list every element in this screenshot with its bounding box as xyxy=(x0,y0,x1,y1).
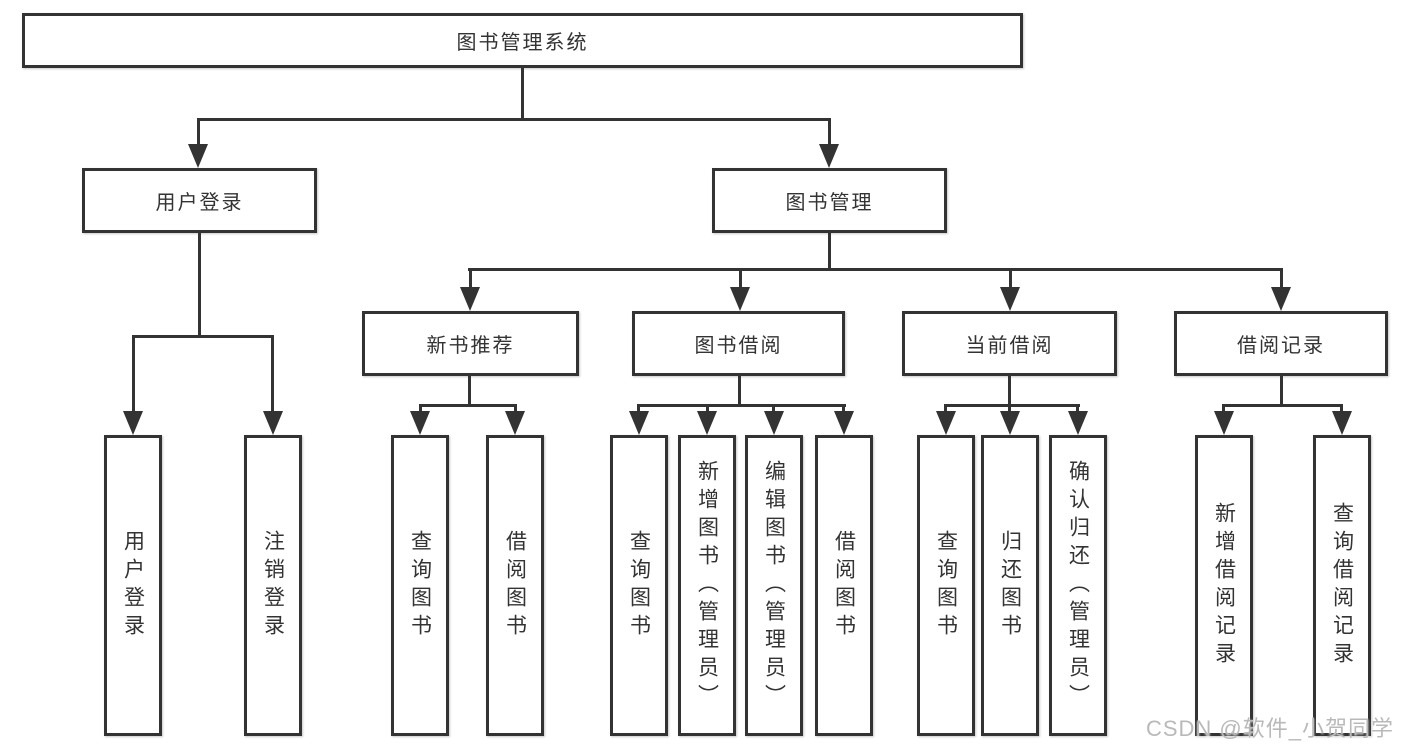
leaf-recommend-borrow-books: 借阅图书 xyxy=(486,435,544,736)
connector-line xyxy=(1222,404,1225,416)
connector-line xyxy=(419,404,516,407)
leaf-borrow-borrow-books-label: 借阅图书 xyxy=(832,529,856,642)
arrow-down-icon xyxy=(1271,287,1291,311)
arrow-down-icon xyxy=(410,411,430,435)
connector-line xyxy=(1008,404,1011,416)
arrow-down-icon xyxy=(1068,411,1088,435)
connector-line xyxy=(1008,374,1011,407)
node-book-borrow: 图书借阅 xyxy=(632,311,845,376)
arrow-down-icon xyxy=(1214,411,1234,435)
node-root: 图书管理系统 xyxy=(22,13,1023,68)
connector-line xyxy=(828,231,831,271)
connector-line xyxy=(197,118,831,121)
connector-line xyxy=(197,118,200,150)
connector-line xyxy=(1280,268,1283,292)
leaf-recommend-query-books: 查询图书 xyxy=(391,435,449,736)
arrow-down-icon xyxy=(460,287,480,311)
connector-line xyxy=(1340,404,1343,416)
node-current-borrow: 当前借阅 xyxy=(902,311,1117,376)
leaf-borrow-query-books: 查询图书 xyxy=(610,435,668,736)
leaf-borrow-edit-books-admin: 编辑图书（管理员） xyxy=(745,435,803,736)
connector-line xyxy=(468,268,1283,271)
connector-line xyxy=(1280,374,1283,407)
leaf-logout-label: 注销登录 xyxy=(261,529,285,642)
arrow-down-icon xyxy=(1332,411,1352,435)
leaf-current-query-books-label: 查询图书 xyxy=(934,529,958,642)
connector-line xyxy=(772,404,775,416)
arrow-down-icon xyxy=(730,287,750,311)
connector-line xyxy=(1222,404,1343,407)
arrow-down-icon xyxy=(764,411,784,435)
arrow-down-icon xyxy=(834,411,854,435)
leaf-borrow-borrow-books: 借阅图书 xyxy=(815,435,873,736)
node-borrow-records-label: 借阅记录 xyxy=(1237,335,1325,357)
arrow-down-icon xyxy=(1000,287,1020,311)
leaf-borrow-edit-books-admin-label: 编辑图书（管理员） xyxy=(762,459,786,712)
leaf-user-login-label: 用户登录 xyxy=(121,529,145,642)
leaf-current-confirm-return-admin: 确认归还（管理员） xyxy=(1049,435,1107,736)
node-new-book-recommend: 新书推荐 xyxy=(362,311,579,376)
leaf-recommend-query-books-label: 查询图书 xyxy=(408,529,432,642)
leaf-borrow-add-books-admin: 新增图书（管理员） xyxy=(678,435,736,736)
connector-line xyxy=(944,404,947,416)
node-current-borrow-label: 当前借阅 xyxy=(965,335,1054,357)
connector-line xyxy=(739,268,742,292)
leaf-logout: 注销登录 xyxy=(244,435,302,736)
arrow-down-icon xyxy=(697,411,717,435)
arrow-down-icon xyxy=(123,411,143,435)
leaf-borrow-add-books-admin-label: 新增图书（管理员） xyxy=(695,459,719,712)
connector-line xyxy=(1009,268,1012,292)
leaf-current-confirm-return-admin-label: 确认归还（管理员） xyxy=(1066,459,1090,712)
leaf-records-query-record: 查询借阅记录 xyxy=(1313,435,1371,736)
connector-line xyxy=(637,404,846,407)
connector-line xyxy=(468,374,471,407)
leaf-records-add-record-label: 新增借阅记录 xyxy=(1212,501,1236,670)
connector-line xyxy=(271,335,274,415)
node-book-borrow-label: 图书借阅 xyxy=(694,335,783,357)
node-user-login-label: 用户登录 xyxy=(155,192,244,214)
connector-line xyxy=(198,231,201,338)
arrow-down-icon xyxy=(629,411,649,435)
csdn-watermark: CSDN @软件_小贺同学 xyxy=(1145,716,1394,741)
leaf-recommend-borrow-books-label: 借阅图书 xyxy=(503,529,527,642)
connector-line xyxy=(521,66,524,120)
leaf-records-add-record: 新增借阅记录 xyxy=(1195,435,1253,736)
node-user-login: 用户登录 xyxy=(82,168,317,233)
leaf-current-return-books: 归还图书 xyxy=(981,435,1039,736)
arrow-down-icon xyxy=(263,411,283,435)
leaf-current-return-books-label: 归还图书 xyxy=(998,529,1022,642)
arrow-down-icon xyxy=(1000,411,1020,435)
connector-line xyxy=(419,404,422,416)
connector-line xyxy=(132,335,135,415)
node-borrow-records: 借阅记录 xyxy=(1174,311,1388,376)
leaf-borrow-query-books-label: 查询图书 xyxy=(627,529,651,642)
node-new-book-recommend-label: 新书推荐 xyxy=(426,335,515,357)
connector-line xyxy=(738,374,741,407)
node-book-management-label: 图书管理 xyxy=(785,192,874,214)
connector-line xyxy=(706,404,709,416)
connector-line xyxy=(514,404,517,416)
connector-line xyxy=(828,118,831,150)
node-book-management: 图书管理 xyxy=(712,168,947,233)
leaf-records-query-record-label: 查询借阅记录 xyxy=(1330,501,1354,670)
arrow-down-icon xyxy=(188,144,208,168)
connector-line xyxy=(944,404,1080,407)
arrow-down-icon xyxy=(819,144,839,168)
connector-line xyxy=(637,404,640,416)
node-root-label: 图书管理系统 xyxy=(456,32,589,54)
leaf-user-login: 用户登录 xyxy=(104,435,162,736)
connector-line xyxy=(469,268,472,292)
arrow-down-icon xyxy=(505,411,525,435)
leaf-current-query-books: 查询图书 xyxy=(917,435,975,736)
arrow-down-icon xyxy=(936,411,956,435)
connector-line xyxy=(842,404,845,416)
connector-line xyxy=(1076,404,1079,416)
connector-line xyxy=(132,335,273,338)
